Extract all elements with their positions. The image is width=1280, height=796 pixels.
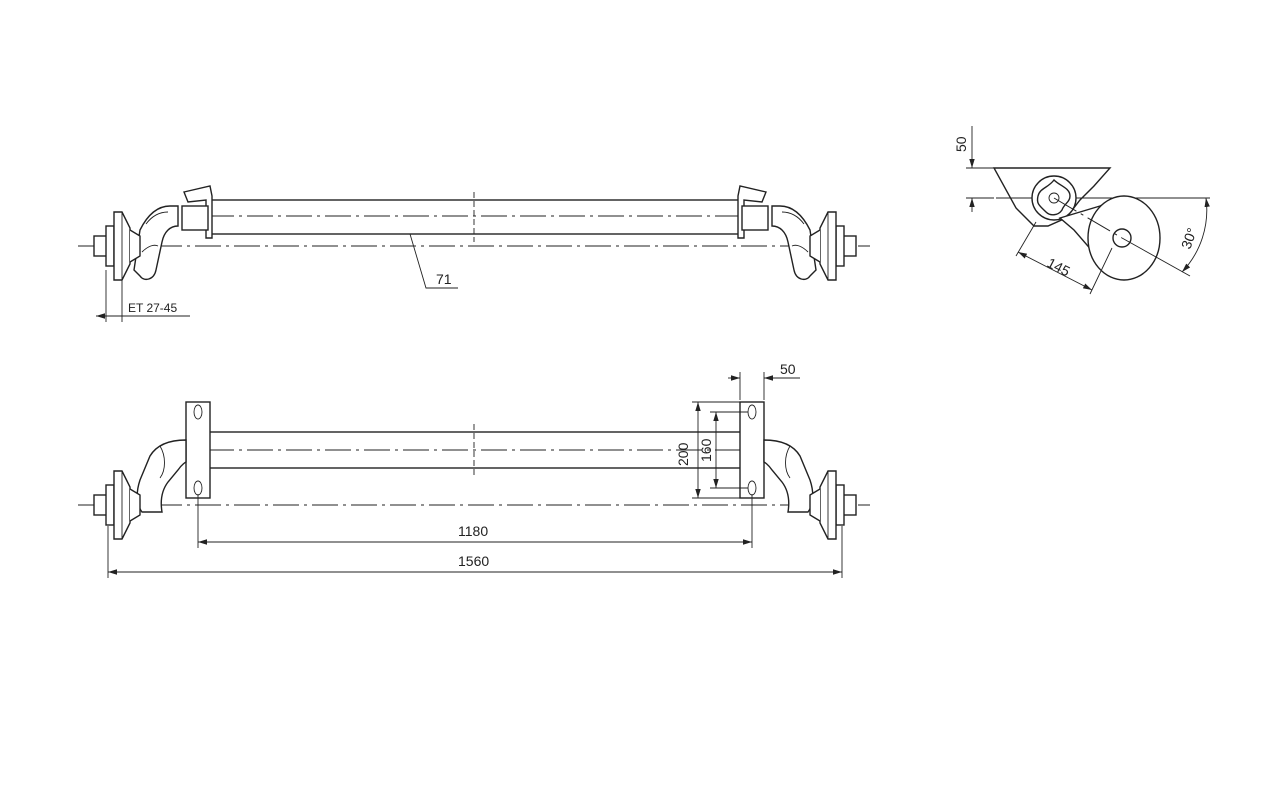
hub-right-top (809, 211, 857, 281)
arm-angle-label: 30° (1178, 226, 1200, 251)
hub-left-front (93, 470, 141, 540)
torsion-profile (1036, 178, 1071, 216)
top-view: 71 ET 27-45 (78, 185, 870, 322)
tube-size-label: 71 (436, 271, 452, 287)
bracket-height-outer-label: 200 (675, 442, 691, 466)
bracket-right-top (737, 185, 767, 239)
arm-length-label: 145 (1045, 254, 1073, 279)
bolt-hole-left-top (193, 404, 203, 420)
bracket-width-label: 50 (780, 361, 796, 377)
front-view: 50 200 160 1180 1560 (78, 361, 870, 578)
side-height-label: 50 (953, 136, 969, 152)
plate-right (739, 401, 765, 499)
total-width-label: 1560 (458, 553, 489, 569)
hub-left-top (93, 211, 141, 281)
tube-leader-line (409, 233, 458, 289)
bracket-spacing-label: 1180 (458, 523, 488, 539)
side-view: 50 145 30° (953, 126, 1210, 295)
offset-label: ET 27-45 (128, 301, 177, 315)
bracket-height-inner-label: 160 (698, 438, 714, 462)
axle-tube-top (207, 199, 743, 235)
bracket-left-top (183, 185, 213, 239)
hub-right-front (809, 470, 857, 540)
plate-left (185, 401, 211, 499)
